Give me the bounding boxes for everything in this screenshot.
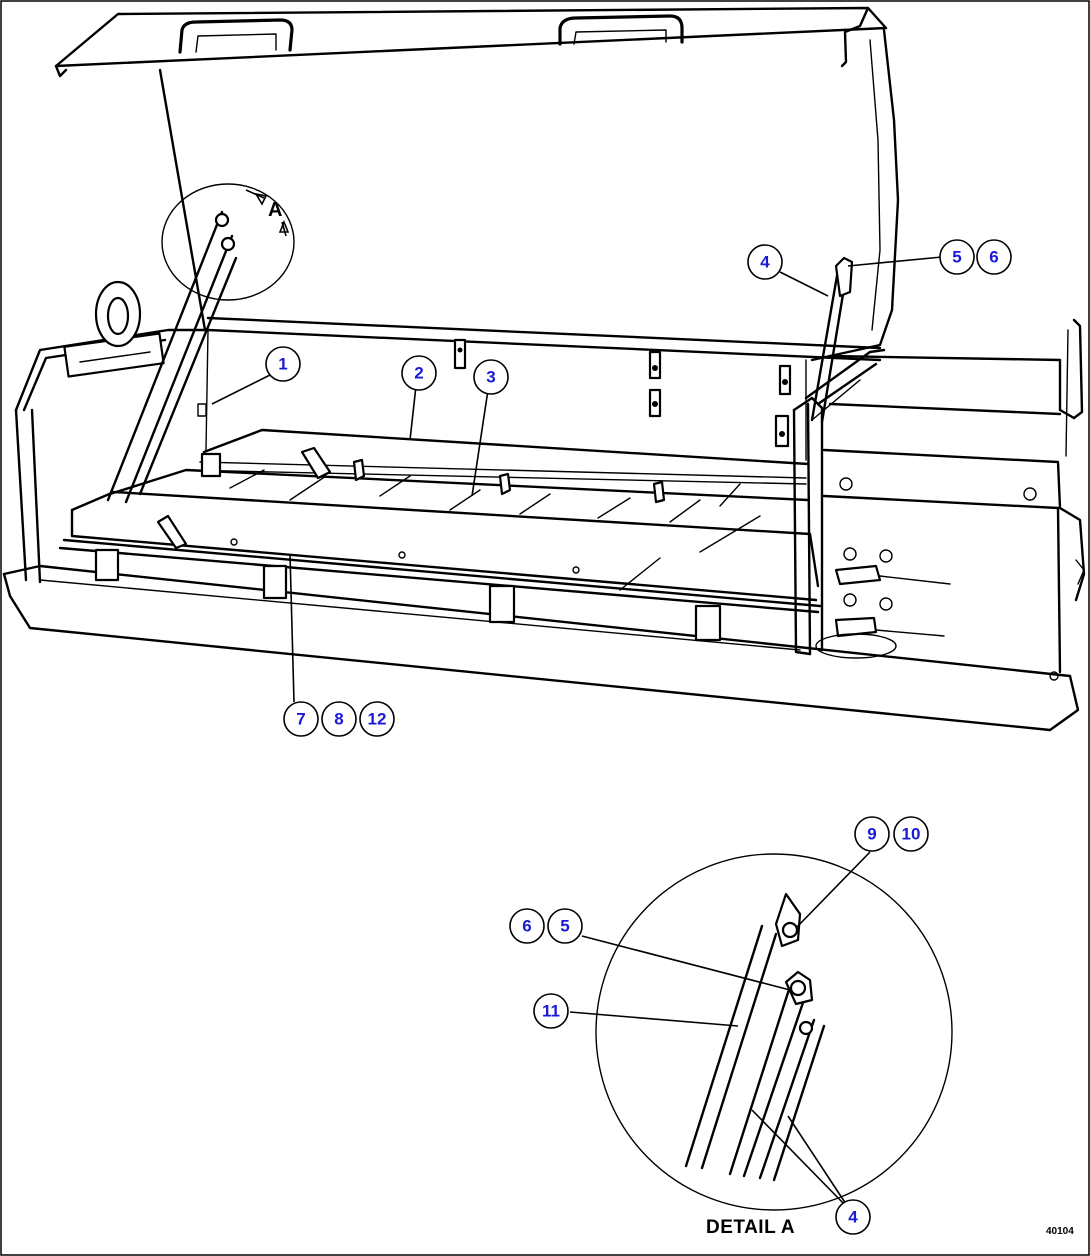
leader-detail-11 bbox=[569, 1011, 739, 1027]
item-balloons: 1 2 3 4 5 6 7 8 bbox=[265, 239, 1012, 1235]
balloon-4-detail: 4 bbox=[835, 1199, 871, 1235]
leader-7-8-12 bbox=[289, 553, 295, 703]
detail-reference-letter: A bbox=[268, 199, 282, 221]
balloon-6-detail: 6 bbox=[509, 908, 545, 944]
balloon-1: 1 bbox=[265, 346, 301, 382]
toolbox-lid bbox=[54, 6, 900, 362]
balloon-10: 10 bbox=[893, 816, 929, 852]
balloon-6-main-label: 6 bbox=[989, 248, 998, 267]
balloon-1-label: 1 bbox=[278, 355, 287, 374]
leader-detail-4b bbox=[787, 1115, 847, 1205]
balloon-5-detail-label: 5 bbox=[560, 917, 569, 936]
balloon-5-main-label: 5 bbox=[952, 248, 961, 267]
balloon-4-main: 4 bbox=[747, 244, 783, 280]
detail-a-callout: A bbox=[161, 183, 295, 301]
balloon-3: 3 bbox=[473, 359, 509, 395]
balloon-12: 12 bbox=[359, 701, 395, 737]
balloon-12-label: 12 bbox=[368, 710, 387, 729]
balloon-8-label: 8 bbox=[334, 710, 343, 729]
balloon-4-detail-label: 4 bbox=[848, 1208, 858, 1227]
balloon-9-label: 9 bbox=[867, 825, 876, 844]
leader-3 bbox=[471, 389, 489, 497]
drawing-number: 40104 bbox=[1046, 1226, 1074, 1237]
leader-detail-6-5 bbox=[581, 935, 791, 991]
balloon-7-label: 7 bbox=[296, 710, 305, 729]
detail-a-view bbox=[569, 851, 953, 1211]
leader-2 bbox=[409, 385, 417, 441]
balloon-4-main-label: 4 bbox=[760, 253, 770, 272]
balloon-10-label: 10 bbox=[902, 825, 921, 844]
balloon-6-main: 6 bbox=[976, 239, 1012, 275]
leader-1 bbox=[211, 373, 273, 405]
balloon-2: 2 bbox=[401, 355, 437, 391]
detail-a-caption: DETAIL A bbox=[706, 1217, 796, 1238]
balloon-5-main: 5 bbox=[939, 239, 975, 275]
balloon-9: 9 bbox=[854, 816, 890, 852]
balloon-2-label: 2 bbox=[414, 364, 423, 383]
toolbox-main-view: A bbox=[2, 6, 1086, 732]
leader-detail-9-10 bbox=[795, 851, 871, 929]
balloon-8: 8 bbox=[321, 701, 357, 737]
toolbox-body bbox=[2, 280, 1086, 732]
balloon-11-label: 11 bbox=[542, 1002, 560, 1021]
balloon-7: 7 bbox=[283, 701, 319, 737]
balloon-6-detail-label: 6 bbox=[522, 917, 531, 936]
gas-spring-struts bbox=[106, 210, 854, 504]
balloon-5-detail: 5 bbox=[547, 908, 583, 944]
leader-detail-4a bbox=[751, 1109, 845, 1205]
leader-4 bbox=[779, 271, 829, 297]
balloon-3-label: 3 bbox=[486, 368, 495, 387]
leader-5-6 bbox=[847, 256, 943, 267]
balloon-11: 11 bbox=[533, 993, 569, 1029]
